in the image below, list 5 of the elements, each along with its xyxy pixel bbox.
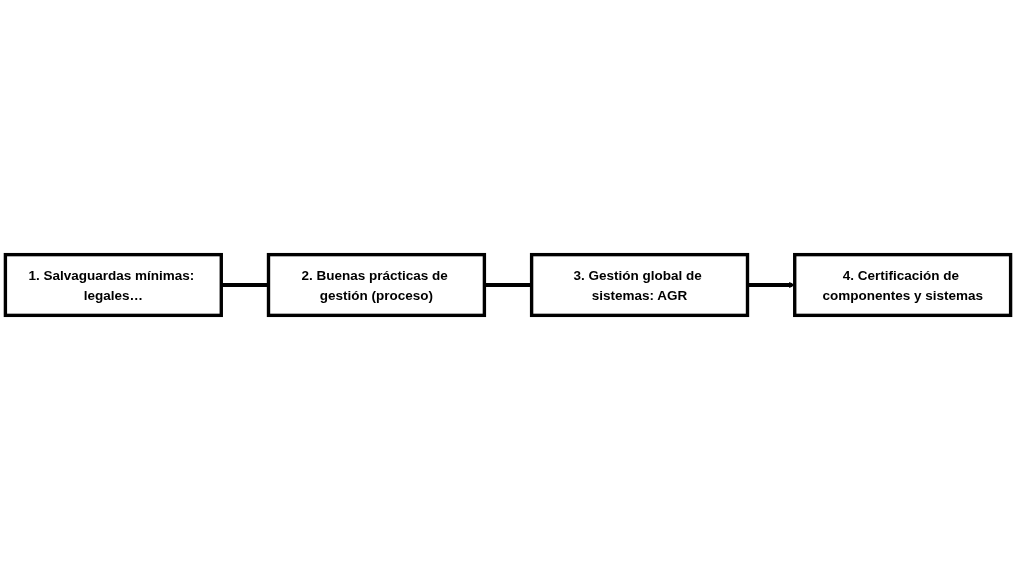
node-box: 4. Certificación de componentes y sistemas	[793, 252, 1013, 317]
arrow	[747, 281, 795, 288]
node-box: 3. Gestión global de sistemas: AGR	[529, 252, 750, 317]
node-box: 1. Salvaguardas mínimas: legales…	[3, 252, 223, 317]
node-box: 2. Buenas prácticas de gestión (proceso)	[266, 252, 487, 317]
